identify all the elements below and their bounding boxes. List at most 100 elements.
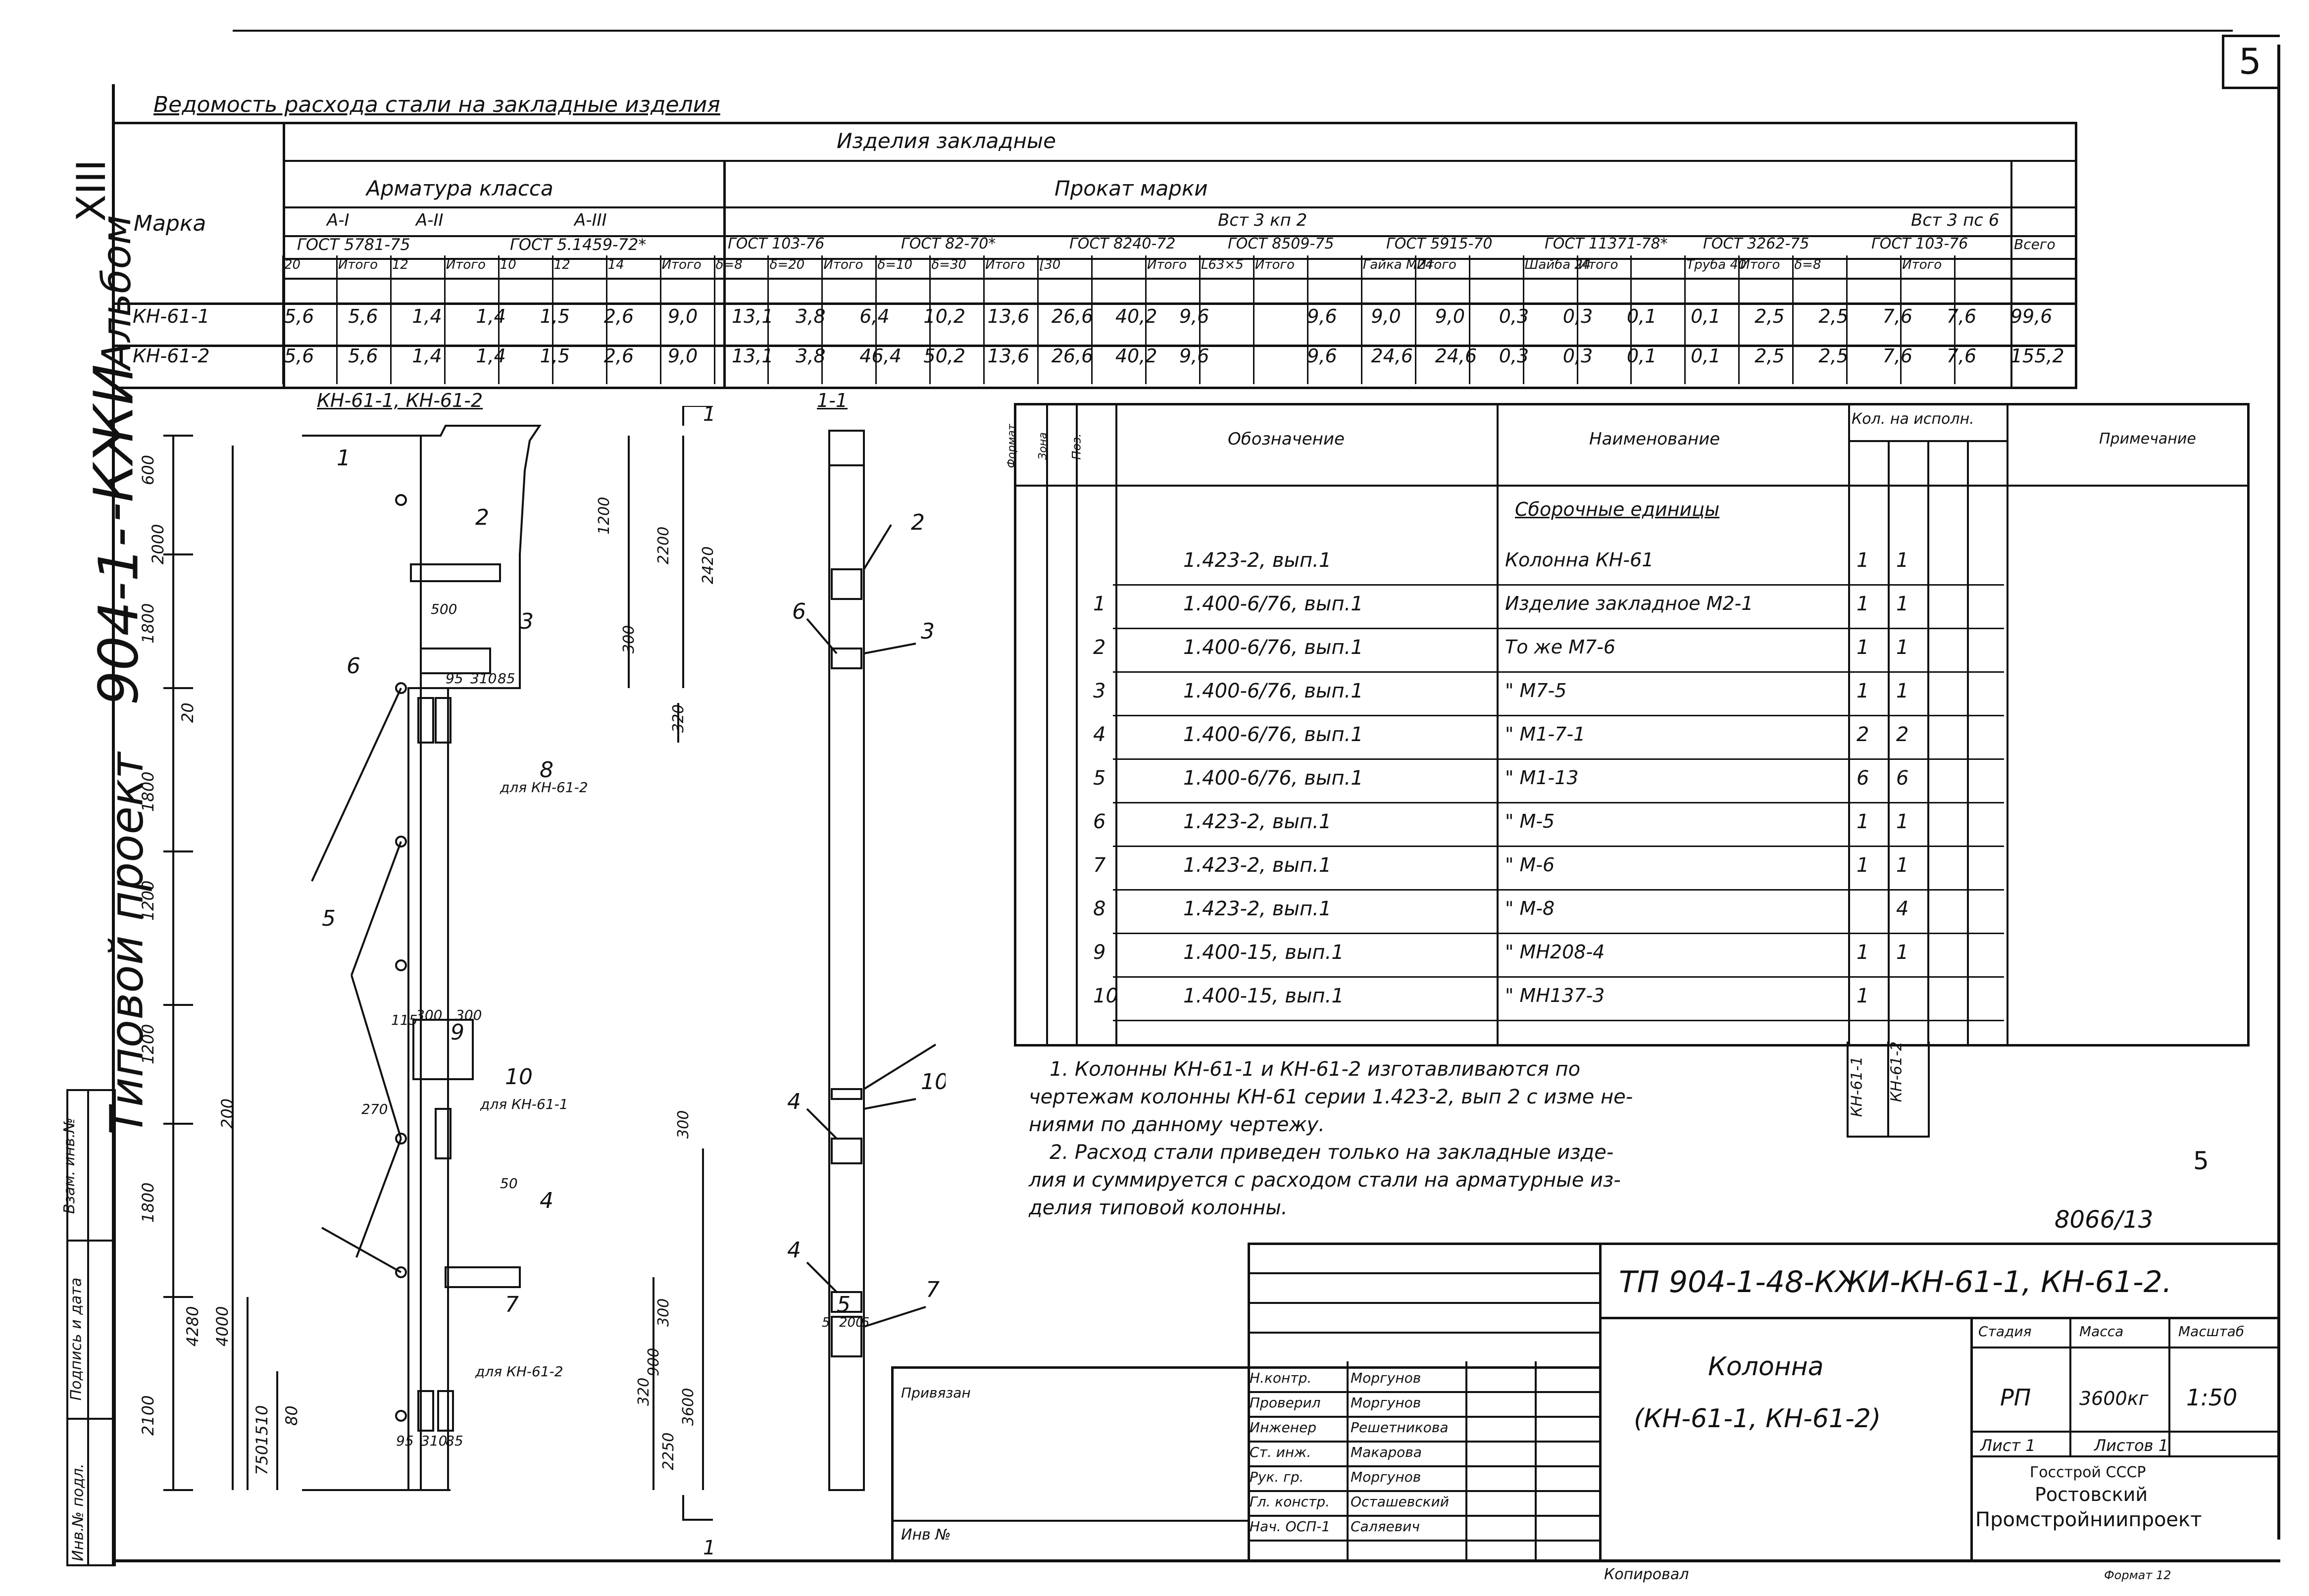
frame-top [233, 30, 2233, 32]
title-copied: Копировал [1604, 1566, 1689, 1583]
dim-right: 2250 [660, 1433, 677, 1470]
spec-row-qty1: 1 [1857, 985, 1869, 1007]
note-for-kn612-lower: для КН-61-2 [475, 1363, 563, 1380]
rolled-grade-2: Вст 3 пс 6 [1911, 210, 2000, 230]
steel-row-value: 0,3 [1562, 305, 1593, 327]
dim-left: 1800 [139, 603, 157, 644]
steel-row-value: 2,5 [1818, 345, 1849, 367]
spec-row-designation: 1.400-6/76, вып.1 [1183, 767, 1363, 790]
steel-row-value: 9,6 [1179, 345, 1209, 367]
spec-row-qty1: 1 [1857, 593, 1869, 615]
steel-row-value: 7,6 [1946, 345, 1977, 367]
steel-row-value: 1,5 [540, 345, 570, 367]
dim-right: 300 [620, 625, 638, 653]
section-callout: 7 [926, 1277, 940, 1302]
note-line: чертежам колонны КН-61 серии 1.423-2, вы… [1029, 1086, 1633, 1108]
title-sheet: Лист 1 [1980, 1436, 2036, 1455]
steel-subheader: Итого [1255, 257, 1295, 272]
role-title: Ст. инж. [1250, 1444, 1311, 1460]
steel-table-mark-header: Марка [134, 211, 206, 236]
callout: 4 [540, 1188, 553, 1213]
side-stamp-inv: Инв.№ подл. [69, 1463, 87, 1561]
rebar-class-a2: A-II [416, 210, 444, 230]
rolled-gost-3: ГОСТ 8240-72 [1069, 235, 1176, 252]
spec-row-designation: 1.400-6/76, вып.1 [1183, 593, 1363, 615]
steel-row-value: 24,6 [1371, 345, 1413, 367]
role-person: Моргунов [1351, 1469, 1421, 1485]
steel-row-value: 0,3 [1499, 345, 1529, 367]
steel-row-value: 13,6 [987, 345, 1030, 367]
steel-row-value: 2,5 [1755, 305, 1785, 327]
section-callout: 4 [787, 1238, 801, 1263]
spec-row-name: " М-8 [1505, 898, 1555, 919]
section-callout: 10 [921, 1069, 946, 1095]
steel-row-value: 26,6 [1051, 345, 1094, 367]
spec-row-qty1: 1 [1857, 854, 1869, 877]
steel-row-value: 3,8 [796, 305, 826, 327]
steel-row-value: 2,5 [1755, 345, 1785, 367]
spec-row-designation: 1.423-2, вып.1 [1183, 854, 1332, 877]
steel-subheader: Итого [1902, 257, 1942, 272]
dim-inner: 500 [431, 601, 457, 617]
steel-subheader: Итого [1416, 257, 1456, 272]
frame-bottom [112, 1559, 2280, 1562]
spec-row-qty2: 1 [1896, 854, 1909, 877]
dim-right: 300 [655, 1298, 672, 1327]
side-stamp-replace: Взам. инв.№ [61, 1117, 79, 1214]
title-stage: РП [2000, 1384, 2031, 1411]
spec-row-pos: 2 [1093, 636, 1106, 659]
spec-row-qty2: 1 [1896, 941, 1909, 964]
steel-row-value: 7,6 [1946, 305, 1977, 327]
spec-row-qty2: 1 [1896, 680, 1909, 702]
role-person: Макарова [1351, 1444, 1422, 1460]
spec-variant-box [1847, 1042, 1930, 1138]
steel-row-value: 7,6 [1882, 305, 1912, 327]
callout: 10 [505, 1064, 533, 1090]
title-mass-label: Масса [2079, 1323, 2124, 1340]
spec-col-pos: Поз. [1069, 433, 1084, 460]
dim-left: 1200 [139, 1024, 157, 1064]
callout: 7 [505, 1292, 519, 1317]
spec-row-name: " М7-5 [1505, 680, 1567, 701]
callout: 6 [347, 653, 360, 679]
steel-row-value: 13,1 [732, 305, 774, 327]
sheet-number-box [2222, 35, 2280, 89]
title-org1: Госстрой СССР [2030, 1464, 2146, 1481]
rolled-gost-2: ГОСТ 82-70* [901, 235, 996, 252]
spec-row-name: " М1-7-1 [1505, 723, 1586, 745]
steel-row-value: 9,0 [1435, 305, 1465, 327]
dim-right: 320 [635, 1378, 653, 1406]
note-for-kn611: для КН-61-1 [480, 1096, 568, 1112]
dim-inner: 50 [500, 1175, 518, 1192]
sheet-number: 5 [2239, 41, 2261, 82]
title-format: Формат 12 [2104, 1568, 2171, 1582]
spec-row-qty2: 1 [1896, 636, 1909, 659]
spec-col-name: Наименование [1589, 429, 1720, 449]
steel-subheader: Итого [1147, 257, 1187, 272]
steel-row-value: 0,1 [1691, 345, 1721, 367]
steel-row-value: 1,4 [412, 345, 442, 367]
spec-row-designation: 1.423-2, вып.1 [1183, 898, 1332, 920]
spec-row-pos: 5 [1093, 767, 1106, 790]
spec-row-name: " М-5 [1505, 810, 1555, 832]
title-tied: Привязан [901, 1385, 971, 1401]
dim-right: 320 [670, 704, 687, 733]
section-mark-top: 1 [703, 406, 715, 426]
note-line: лия и суммируется с расходом стали на ар… [1029, 1169, 1621, 1192]
steel-row-value: 5,6 [284, 345, 314, 367]
spec-row-designation: 1.400-15, вып.1 [1183, 985, 1344, 1007]
steel-row-value: 6,4 [859, 305, 890, 327]
rebar-class-a3: A-III [574, 210, 607, 230]
section-dim: 200 [839, 1315, 864, 1330]
steel-row-value: 13,1 [732, 345, 774, 367]
spec-col-format: Формат [1005, 424, 1018, 468]
callout: 1 [337, 446, 351, 471]
note-line: ниями по данному чертежу. [1029, 1113, 1325, 1136]
steel-row-value: 5,6 [348, 305, 378, 327]
spec-table [1014, 403, 2250, 1047]
steel-row-value: 1,4 [412, 305, 442, 327]
rolled-gost-6: ГОСТ 11371-78* [1545, 235, 1668, 252]
side-stamp-sign: Подпись и дата [67, 1277, 85, 1401]
